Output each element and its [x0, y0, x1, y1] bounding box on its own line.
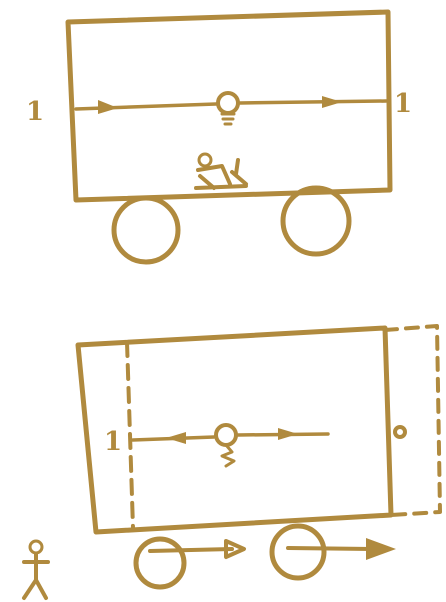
top-signal-right-arrow: [240, 96, 386, 108]
top-left-label: 1: [26, 97, 44, 127]
bottom-lamp-icon: [216, 425, 236, 466]
top-seated-person-icon: [196, 154, 246, 188]
bottom-right-edge-marker: [395, 427, 405, 437]
top-signal-left-arrow: [76, 100, 216, 114]
bottom-signal-left-arrow: [133, 432, 214, 444]
top-wheel-left: [114, 198, 178, 262]
top-right-label: 1: [394, 89, 412, 119]
bottom-dashed-left-edge: [127, 342, 133, 528]
top-lamp-icon: [218, 93, 238, 124]
bottom-wheel-left: [136, 539, 244, 587]
bottom-left-label: 1: [104, 427, 122, 457]
bottom-wheel-right: [272, 526, 396, 578]
top-panel: 1 1: [26, 12, 412, 262]
bottom-signal-right-arrow: [238, 428, 328, 440]
ground-standing-person-icon: [24, 541, 48, 598]
top-wheel-right: [283, 188, 349, 254]
bottom-panel: 1: [24, 326, 440, 598]
bottom-dashed-right-outline: [385, 326, 440, 515]
